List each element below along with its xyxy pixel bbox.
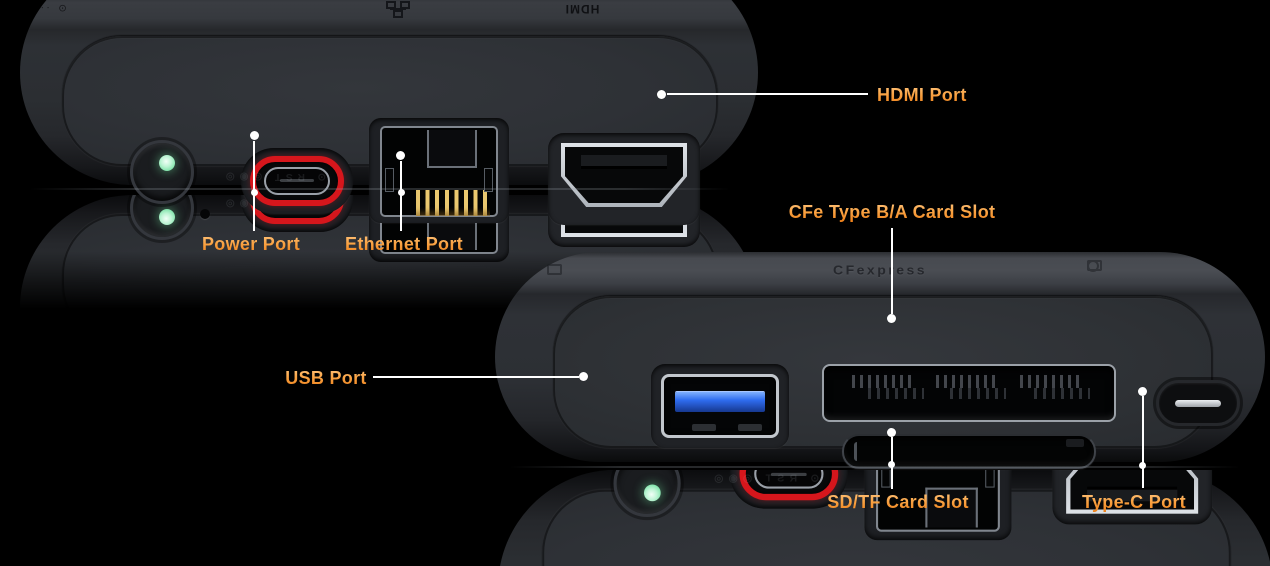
hdmi-port [548,133,700,225]
usb-a-port [651,364,789,448]
device-face [553,296,1240,469]
callout-dot-power-gap [251,189,258,196]
label-ethernet-port: Ethernet Port [345,234,463,254]
hub-lower-mirrored: ⊙ ∙∙ HDMI ⊙ RST ◎◉◎ [0,470,1270,566]
hdmi-shell [561,143,687,207]
usb-a-blue-tab [675,392,765,412]
power-button [130,140,194,204]
callout-dot-power [250,131,259,140]
sd-tf-card-slot [842,434,1096,469]
hdmi-tongue [581,155,667,169]
top-edge-prints: ⊙ ∙∙ HDMI [20,0,758,30]
cfexpress-card-slot [822,364,1116,422]
power-led [159,155,175,171]
card-reader-front-panel: CFexpress [495,252,1265,469]
red-ring [250,156,344,206]
callout-dot-hdmi [657,90,666,99]
power-led [643,484,661,502]
cfe-pins [950,388,1006,399]
device-body: ⊙ ∙∙ HDMI ⊙ RST ◎◉◎ [20,0,758,225]
callout-line-ethernet [400,161,402,231]
device-body: CFexpress [495,252,1265,469]
usb-c-tongue [280,179,314,182]
hub-device-mirrored: ⊙ ∙∙ HDMI ⊙ RST ◎◉◎ [498,470,1270,566]
device-gap-highlight [510,466,1240,468]
label-cfe-card-slot: CFe Type B/A Card Slot [788,202,996,222]
rj45-notch [881,470,891,488]
power-marks: ⊙ ∙∙ [38,2,67,13]
type-c-port [1156,380,1240,426]
label-type-c-port: Type-C Port [1082,492,1186,512]
cfe-pins [868,388,924,399]
sd-slot-tab [1066,439,1084,447]
label-hdmi-port: HDMI Port [877,85,967,105]
reset-pinhole [200,209,210,219]
callout-dot-typec-gap [1139,462,1146,469]
cfe-pins [1034,388,1090,399]
rj45-pins [416,190,490,216]
callout-line-usb [373,376,579,378]
rj45-cavity [380,126,498,217]
hdmi-cavity [565,147,683,203]
hdmi-edge-print: HDMI [564,2,600,16]
power-led [159,209,175,225]
rj45-notch [385,168,394,192]
hub-rear-panel: ⊙ ∙∙ HDMI ⊙ RST ◎◉◎ [20,0,758,225]
device-gap-highlight [30,188,730,190]
label-sd-tf-card-slot: SD/TF Card Slot [827,492,969,512]
ethernet-port-rj45 [369,118,509,223]
callout-dot-usb [579,372,588,381]
cfe-pins [852,375,916,388]
callout-dot-sd [887,428,896,437]
rj45-notch [484,168,493,192]
cfe-pins [936,375,1000,388]
sd-slot-bracket [854,442,866,461]
callout-dot-ethernet [396,151,405,160]
usb-a-notch [738,424,762,431]
callout-dot-sd-gap [888,461,895,468]
cfe-pins [1020,375,1084,388]
label-power-port: Power Port [201,234,301,254]
rj45-tab [427,130,477,168]
usb-a-shell [661,374,779,438]
usb-a-notch [692,424,716,431]
callout-line-cfe [891,228,893,314]
type-c-tongue [1175,400,1221,407]
callout-line-power [253,141,255,231]
callout-dot-typec [1138,387,1147,396]
device-face [62,36,718,225]
bottom-edge-marks: ⊙ RST ◎◉◎ [220,171,326,182]
callout-line-hdmi [667,93,868,95]
callout-dot-cfe [887,314,896,323]
bottom-edge-marks: ⊙ RST ◎◉◎ [708,472,820,485]
cfexpress-edge-print: CFexpress [832,262,928,278]
power-port-usb-c [241,148,353,214]
callout-line-typec [1142,396,1144,488]
rj45-notch [985,470,995,488]
ethernet-icon [386,1,410,18]
callout-dot-ethernet-gap [398,189,405,196]
usb-c-shell [264,167,330,195]
device-body: ⊙ ∙∙ HDMI ⊙ RST ◎◉◎ [498,470,1270,566]
label-usb-port: USB Port [285,368,367,388]
